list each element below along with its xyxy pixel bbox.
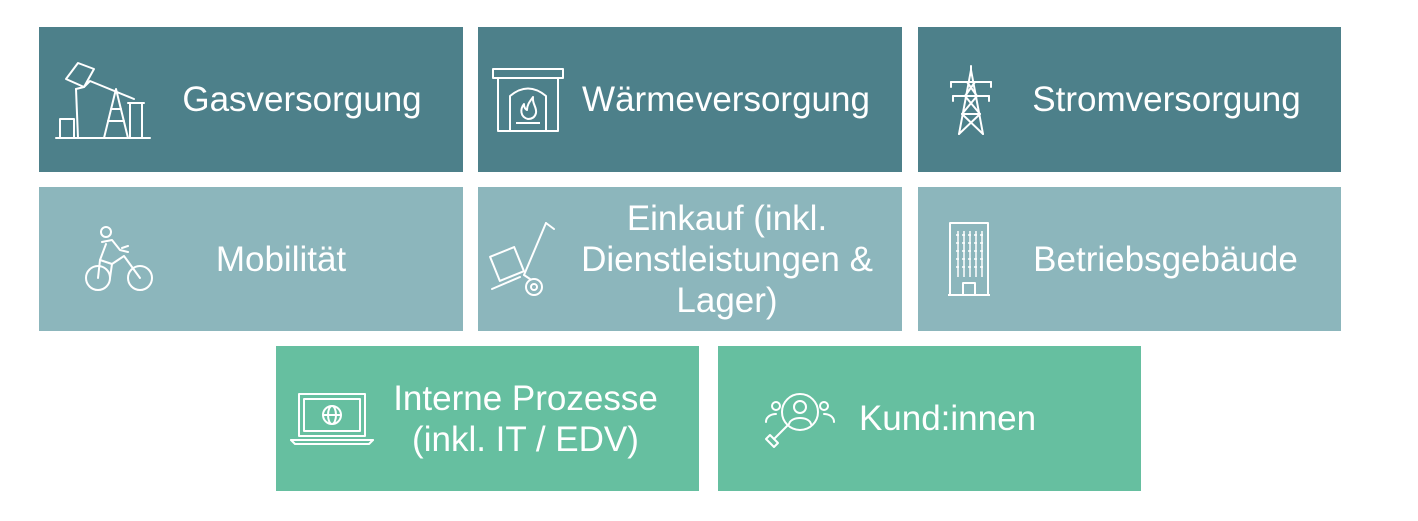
hand-truck-icon — [488, 221, 558, 297]
tile-betriebsgebaeude: Betriebsgebäude — [918, 187, 1341, 331]
customer-search-icon — [760, 390, 844, 448]
oil-pumpjack-icon — [53, 59, 153, 141]
label-line: Stromversorgung — [1032, 80, 1301, 119]
tile-label: Einkauf (inkl. Dienstleistungen & Lager) — [558, 198, 902, 321]
tile-kundinnen: Kund:innen — [718, 346, 1141, 491]
tile-gasversorgung: Gasversorgung — [39, 27, 463, 172]
tile-interne-prozesse: Interne Prozesse (inkl. IT / EDV) — [276, 346, 699, 491]
tile-einkauf: Einkauf (inkl. Dienstleistungen & Lager) — [478, 187, 902, 331]
office-building-icon — [934, 221, 1004, 297]
tile-stromversorgung: Stromversorgung — [918, 27, 1341, 172]
laptop-globe-icon — [288, 392, 376, 446]
label-line: Dienstleistungen & — [581, 239, 873, 279]
tile-label: Kund:innen — [844, 398, 1141, 439]
label-line: Betriebsgebäude — [1033, 239, 1298, 279]
tile-label: Interne Prozesse (inkl. IT / EDV) — [376, 378, 699, 460]
cyclist-icon — [79, 226, 159, 292]
fireplace-icon — [488, 67, 568, 133]
tile-label: Gasversorgung — [153, 79, 463, 120]
tile-label: Wärmeversorgung — [568, 79, 902, 120]
power-pylon-icon — [936, 64, 1006, 136]
label-line: (inkl. IT / EDV) — [412, 419, 639, 459]
tile-waermeversorgung: Wärmeversorgung — [478, 27, 902, 172]
label-line: Mobilität — [215, 239, 347, 279]
tile-mobilitaet: Mobilität — [39, 187, 463, 331]
label-line: Lager) — [676, 280, 778, 320]
tile-label: Stromversorgung — [1006, 79, 1341, 120]
label-line: Interne Prozesse — [393, 378, 658, 418]
label-line: Einkauf (inkl. — [626, 198, 828, 238]
label-line: Kund:innen — [858, 399, 1037, 438]
tile-label: Betriebsgebäude — [1004, 239, 1341, 280]
label-line: Wärmeversorgung — [582, 80, 870, 119]
label-line: Gasversorgung — [182, 80, 422, 119]
tile-label: Mobilität — [159, 239, 463, 280]
